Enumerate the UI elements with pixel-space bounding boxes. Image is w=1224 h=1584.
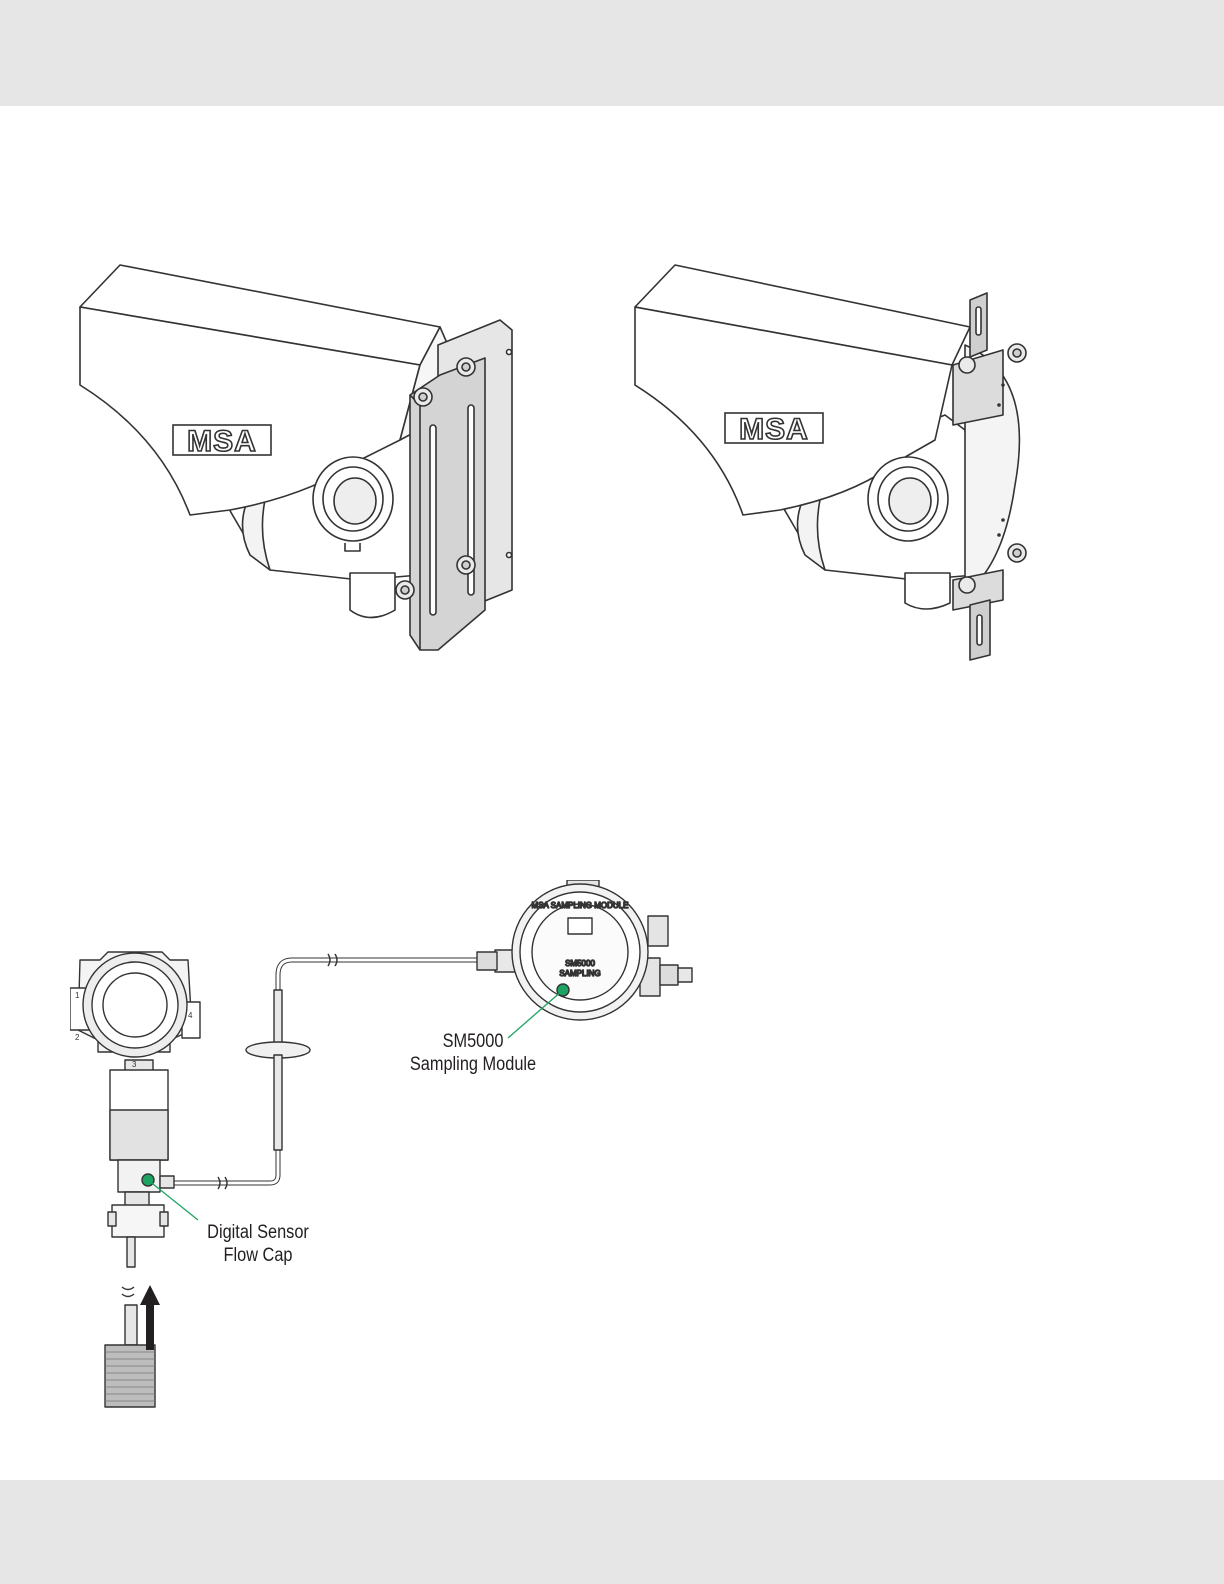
msa-logo: MSA <box>725 413 823 446</box>
sampling-system-diagram: MSA SAMPLING MODULE SM5000 SAMPLING <box>70 880 710 1420</box>
sm5000-module-label: SM5000 Sampling Module <box>409 1030 538 1076</box>
svg-text:SAMPLING: SAMPLING <box>559 969 600 978</box>
sensor-with-pipe-mount-illustration: MSA <box>615 255 1045 665</box>
sensor-with-flat-mount-illustration: MSA <box>60 255 530 665</box>
svg-text:2: 2 <box>75 1033 80 1042</box>
msa-logo: MSA <box>173 425 271 458</box>
svg-text:3: 3 <box>132 1060 137 1069</box>
svg-text:4: 4 <box>188 1011 193 1020</box>
flow-cap-label: Digital Sensor Flow Cap <box>200 1221 317 1267</box>
svg-text:SM5000: SM5000 <box>565 959 595 968</box>
svg-text:MSA: MSA <box>187 425 257 458</box>
svg-text:MSA SAMPLING MODULE: MSA SAMPLING MODULE <box>532 901 629 910</box>
svg-text:MSA: MSA <box>739 413 809 446</box>
page-header-band <box>0 0 1224 106</box>
sm5000-module-illustration: MSA SAMPLING MODULE SM5000 SAMPLING <box>477 880 692 1020</box>
page-footer-band <box>0 1480 1224 1584</box>
transmitter-illustration <box>70 952 200 1407</box>
svg-text:1: 1 <box>75 991 80 1000</box>
